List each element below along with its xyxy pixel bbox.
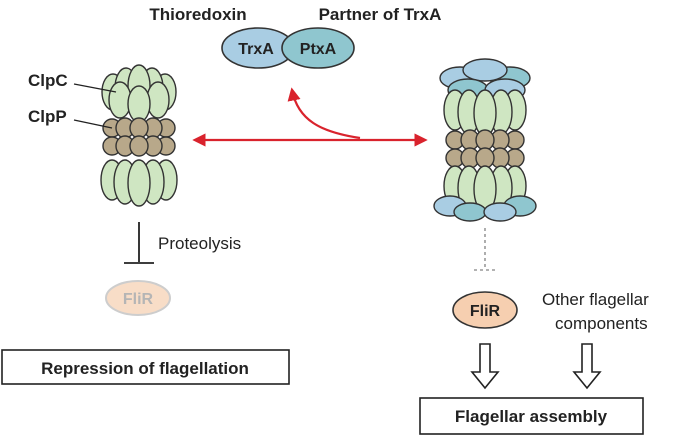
hollow-arrow-flir <box>470 343 500 390</box>
clpcp-complex-right <box>433 58 537 222</box>
repression-box <box>1 349 290 385</box>
clpp-label: ClpP <box>28 107 67 126</box>
ptxa-oval <box>281 27 355 69</box>
other-components-line2: components <box>555 314 648 333</box>
clpcp-complex-left <box>100 64 178 207</box>
flir-right-label: FliR <box>470 303 501 320</box>
flir-right-oval <box>452 291 518 329</box>
proteolysis-label: Proteolysis <box>158 234 241 253</box>
trxa-ptxa-complex: TrxA PtxA <box>221 27 355 69</box>
clpc-leader <box>73 83 117 93</box>
flir-left-oval <box>105 280 171 316</box>
trxa-label: TrxA <box>238 41 274 58</box>
ptxa-label: PtxA <box>300 41 337 58</box>
clpp-leader <box>73 119 113 129</box>
assembly-label: Flagellar assembly <box>455 407 608 426</box>
clpc-label: ClpC <box>28 71 68 90</box>
repression-label: Repression of flagellation <box>41 359 249 378</box>
assembly-box <box>419 397 644 435</box>
other-components-line1: Other flagellar <box>542 290 649 309</box>
thioredoxin-label: Thioredoxin <box>149 5 246 24</box>
partner-of-trxa-label: Partner of TrxA <box>319 5 442 24</box>
hollow-arrow-components <box>572 343 602 390</box>
release-arrow <box>287 87 361 140</box>
flir-left-label: FliR <box>123 291 154 308</box>
